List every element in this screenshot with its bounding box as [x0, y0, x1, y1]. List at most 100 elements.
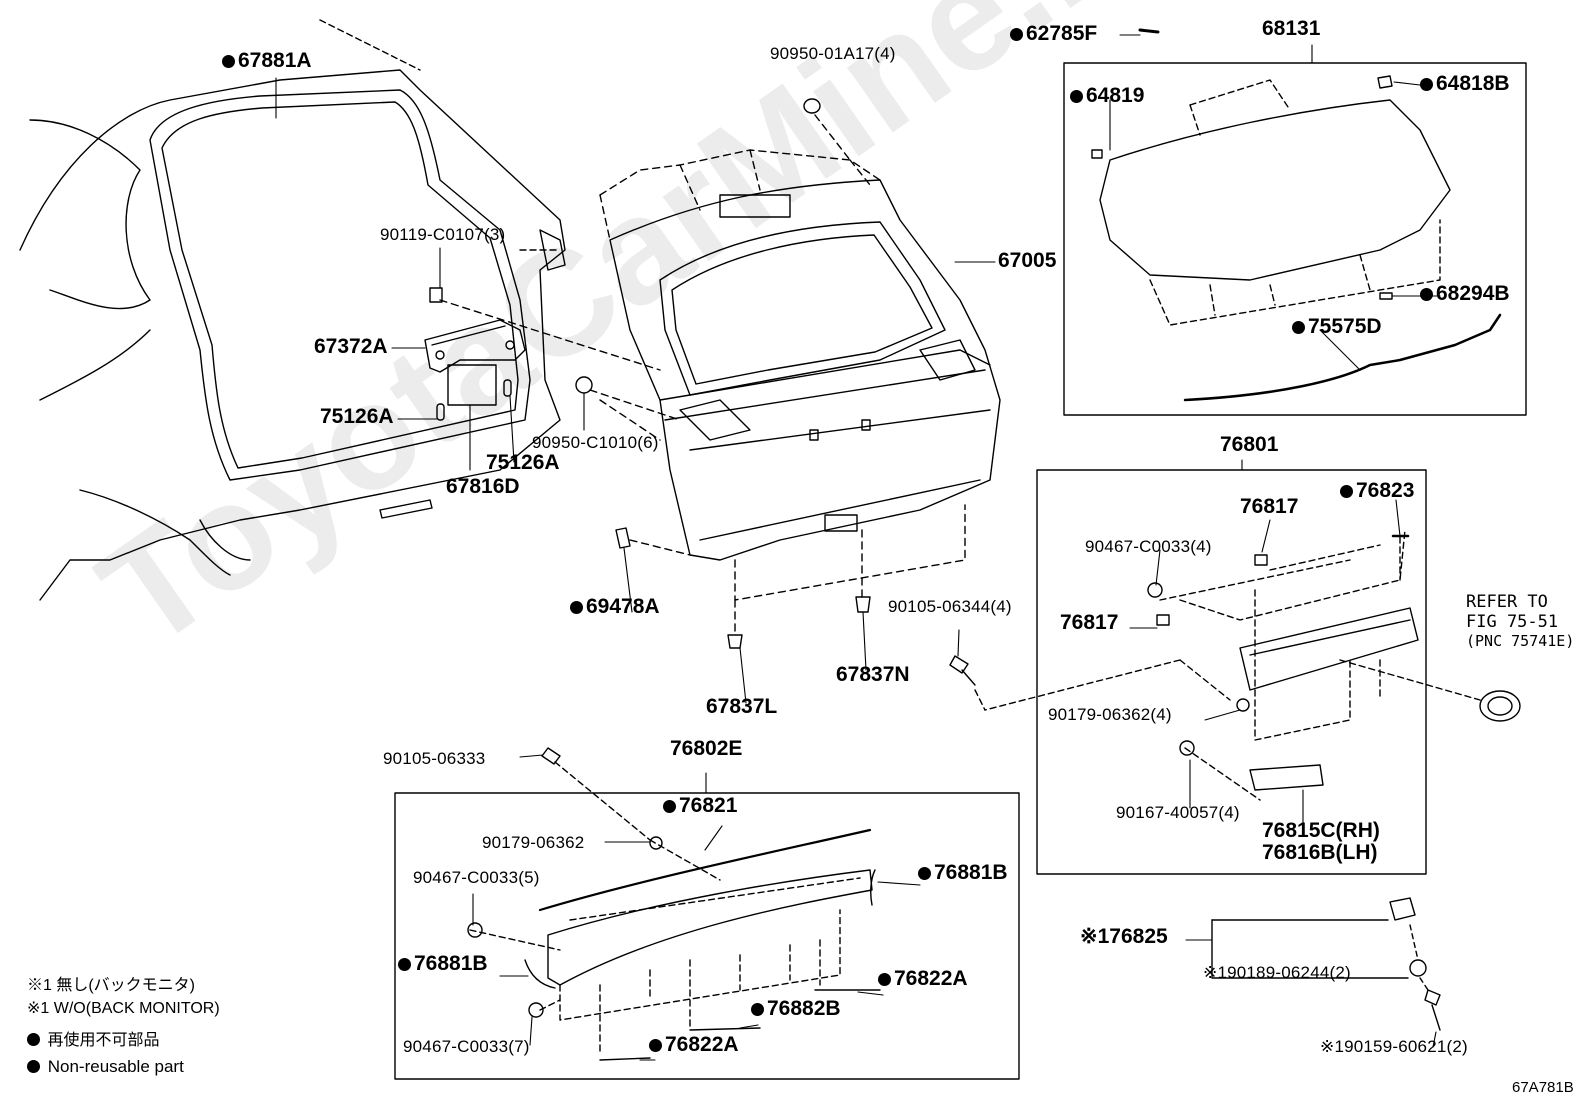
part-label-67005: 67005 — [998, 250, 1056, 271]
part-label-64818b: 64818B — [1420, 73, 1510, 94]
part-label-76882b: 76882B — [751, 998, 841, 1019]
part-number-text: ※190159-60621(2) — [1320, 1037, 1468, 1056]
part-number-text: 64818B — [1436, 72, 1510, 95]
legend-nonreusable-en: Non-reusable part — [27, 1058, 184, 1075]
part-label-76801: 76801 — [1220, 434, 1278, 455]
part-number-text: 76817 — [1060, 611, 1119, 634]
part-label-67372a: 67372A — [314, 336, 388, 357]
nonreusable-dot-icon — [222, 55, 235, 68]
part-number-text: 90467-C0033(5) — [413, 868, 540, 887]
part-label-90950-01a17: 90950-01A17(4) — [770, 45, 896, 62]
part-label-76825: ※176825 — [1080, 926, 1168, 947]
legend-nonreusable-jp: 再使用不可部品 — [27, 1033, 159, 1049]
part-number-text: 76882B — [767, 997, 841, 1020]
part-number-text: 90167-40057(4) — [1116, 803, 1240, 822]
part-number-text: 76881B — [934, 861, 1008, 884]
part-number-text: 76823 — [1356, 479, 1415, 502]
back-door-drawing — [439, 98, 1001, 649]
part-label-90119-c0107: 90119-C0107(3) — [380, 226, 505, 243]
part-number-text: 69478A — [586, 595, 660, 618]
nonreusable-dot-icon — [1292, 321, 1305, 334]
part-label-68294b: 68294B — [1420, 283, 1510, 304]
part-label-90467-c0033-4: 90467-C0033(4) — [1085, 538, 1212, 555]
nonreusable-dot-icon — [751, 1003, 764, 1016]
part-label-67837l: 67837L — [706, 696, 777, 717]
part-label-90467-c0033-5: 90467-C0033(5) — [413, 869, 540, 886]
part-label-67837n: 67837N — [836, 664, 910, 685]
hinge-drawing — [424, 287, 526, 421]
part-number-text: 90179-06362(4) — [1048, 705, 1172, 724]
part-number-text: ※176825 — [1080, 925, 1168, 948]
part-label-90179-06362-4: 90179-06362(4) — [1048, 706, 1172, 723]
part-label-90179-06362: 90179-06362 — [482, 834, 584, 851]
diagram-code: 67A781B — [1512, 1079, 1574, 1096]
nonreusable-dot-icon — [1070, 90, 1083, 103]
nonreusable-dot-icon — [663, 800, 676, 813]
legend-nonreusable-en-text: Non-reusable part — [47, 1057, 184, 1076]
part-number-text: 67816D — [446, 475, 520, 498]
nonreusable-dot-icon — [878, 973, 891, 986]
part-label-90167-40057: 90167-40057(4) — [1116, 804, 1240, 821]
part-label-90467-c0033-7: 90467-C0033(7) — [403, 1038, 530, 1055]
part-number-text: 90105-06344(4) — [888, 597, 1012, 616]
part-label-76822a-r: 76822A — [878, 968, 968, 989]
part-number-text: 90467-C0033(7) — [403, 1037, 530, 1056]
nonreusable-dot-icon — [27, 1033, 40, 1046]
part-number-text: ※190189-06244(2) — [1203, 963, 1351, 982]
part-label-76816b: 76816B(LH) — [1262, 842, 1378, 863]
part-number-text: 67837L — [706, 695, 778, 718]
part-number-text: 62785F — [1026, 22, 1098, 45]
part-label-76821: 76821 — [663, 795, 737, 816]
part-label-76881b-r: 76881B — [918, 862, 1008, 883]
part-number-text: 67005 — [998, 249, 1057, 272]
part-number-text: 90950-C1010(6) — [532, 433, 659, 452]
part-label-90159-60621: ※190159-60621(2) — [1320, 1038, 1468, 1055]
nonreusable-dot-icon — [1420, 288, 1433, 301]
fastener-stack-drawing — [1211, 897, 1441, 1031]
part-label-68131: 68131 — [1262, 18, 1320, 39]
part-number-text: 90950-01A17(4) — [770, 44, 896, 63]
part-label-76823: 76823 — [1340, 480, 1414, 501]
refer-line-1: REFER TO — [1466, 592, 1548, 612]
leader-lines — [275, 34, 1441, 1061]
part-number-text: 75126A — [486, 451, 560, 474]
part-label-90950-c1010: 90950-C1010(6) — [532, 434, 659, 451]
glass-box — [1063, 28, 1527, 416]
part-label-75126a-2: 75126A — [486, 452, 560, 473]
nonreusable-dot-icon — [1340, 485, 1353, 498]
part-number-text: 75575D — [1308, 315, 1382, 338]
part-number-text: 90467-C0033(4) — [1085, 537, 1212, 556]
part-number-text: 68131 — [1262, 17, 1321, 40]
legend-note1-jp: ※1 無し(バックモニタ) — [27, 977, 196, 994]
bolt-90105-06344-drawing — [949, 655, 986, 711]
part-label-75126a-1: 75126A — [320, 406, 394, 427]
vehicle-body-drawing — [19, 19, 566, 601]
part-number-text: 90119-C0107(3) — [380, 225, 506, 244]
nonreusable-dot-icon — [27, 1060, 40, 1073]
part-number-text: 67881A — [238, 49, 312, 72]
nonreusable-dot-icon — [1420, 78, 1433, 91]
part-number-text: 76822A — [894, 967, 968, 990]
part-label-90105-06344: 90105-06344(4) — [888, 598, 1012, 615]
part-number-text: 76881B — [414, 952, 488, 975]
part-number-text: 76802E — [670, 737, 743, 760]
part-number-text: 90179-06362 — [482, 833, 585, 852]
part-label-90189-06244: ※190189-06244(2) — [1203, 964, 1351, 981]
part-label-62785f: 62785F — [1010, 23, 1097, 44]
part-number-text: 76821 — [679, 794, 738, 817]
part-label-90105-06333: 90105-06333 — [383, 750, 485, 767]
part-number-text: 76822A — [665, 1033, 739, 1056]
part-number-text: 75126A — [320, 405, 394, 428]
part-number-text: 68294B — [1436, 282, 1510, 305]
refer-line-3: (PNC 75741E) — [1466, 632, 1575, 650]
part-number-text: 76816B(LH) — [1262, 841, 1378, 864]
refer-line-2: FIG 75-51 — [1466, 612, 1559, 632]
part-label-64819: 64819 — [1070, 85, 1144, 106]
part-number-text: 90105-06333 — [383, 749, 486, 768]
part-label-75575d: 75575D — [1292, 316, 1382, 337]
legend-note1-en: ※1 W/O(BACK MONITOR) — [27, 1000, 220, 1017]
nonreusable-dot-icon — [398, 958, 411, 971]
nonreusable-dot-icon — [570, 601, 583, 614]
part-number-text: 76815C(RH) — [1262, 819, 1380, 842]
